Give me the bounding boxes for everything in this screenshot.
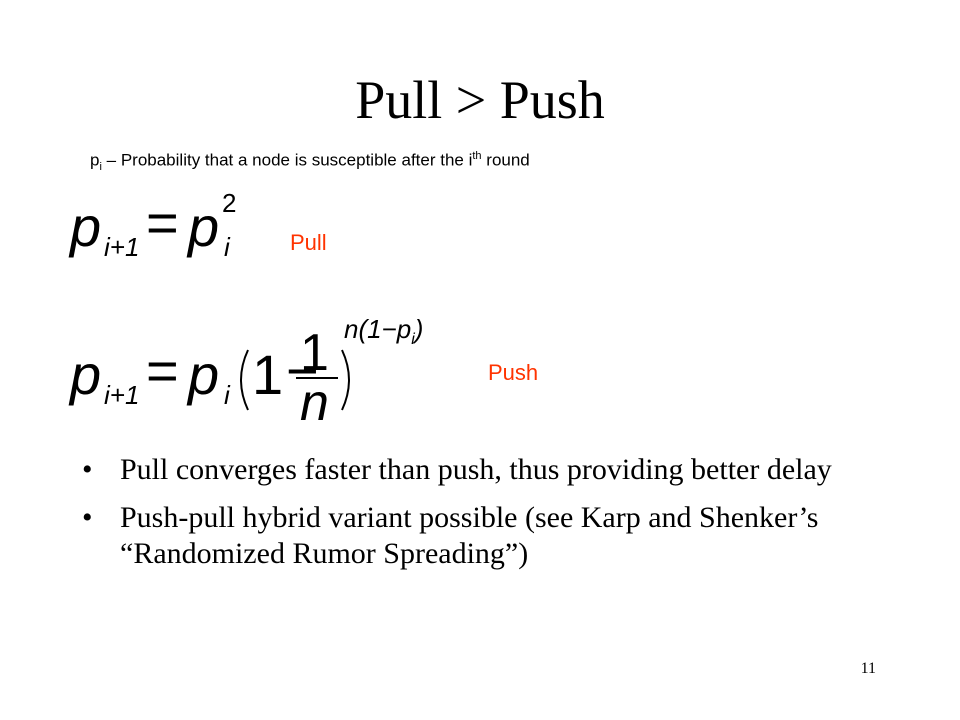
definition-p: p [90, 150, 100, 170]
pull-lhs-var: p [68, 195, 101, 258]
slide-title: Pull > Push [355, 70, 605, 130]
bullet-list: • Pull converges faster than push, thus p… [82, 452, 882, 584]
push-exponent-sub: i [411, 331, 415, 348]
push-minus: − [286, 339, 319, 402]
push-equals: = [146, 339, 179, 402]
push-exponent: n(1−pi) [344, 314, 423, 348]
bullet-item: • Push-pull hybrid variant possible (see … [82, 500, 882, 572]
pull-equation: p i+1 = p i 2 [68, 188, 236, 262]
push-one: 1 [252, 343, 283, 406]
bullet-item: • Pull converges faster than push, thus p… [82, 452, 882, 488]
push-equation: p i+1 = p i 1 − 1 n n(1−pi) [68, 314, 423, 432]
definition-sub: i [99, 161, 102, 174]
push-rhs-var: p [186, 343, 219, 406]
push-frac-den: n [300, 374, 329, 432]
bullet-text: Pull converges faster than push, thus pr… [120, 453, 832, 486]
page-number: 11 [860, 660, 876, 677]
pull-rhs-sub: i [224, 232, 231, 262]
definition-line: pi – Probability that a node is suscepti… [90, 144, 530, 179]
definition-text-end: round [481, 150, 530, 170]
push-exponent-close: ) [412, 314, 424, 344]
bullet-text: Push-pull hybrid variant possible (see K… [120, 501, 819, 570]
bullet-dot: • [82, 453, 93, 486]
push-frac-num: 1 [300, 324, 329, 382]
definition-sup: th [472, 150, 482, 162]
push-label: Push [488, 360, 539, 385]
push-lhs-sub: i+1 [104, 380, 139, 410]
pull-equals: = [146, 191, 179, 254]
pull-rhs-var: p [186, 195, 219, 258]
pull-label: Pull [290, 230, 327, 255]
pull-rhs-exp: 2 [222, 188, 236, 218]
push-left-paren [240, 349, 249, 411]
bullet-dot: • [82, 501, 93, 534]
push-lhs-var: p [68, 343, 101, 406]
pull-lhs-sub: i+1 [104, 232, 139, 262]
definition-text: – Probability that a node is susceptible… [101, 150, 473, 170]
push-exponent-main: n(1−p [344, 314, 411, 344]
push-right-paren [341, 349, 350, 411]
push-rhs-sub: i [224, 380, 231, 410]
